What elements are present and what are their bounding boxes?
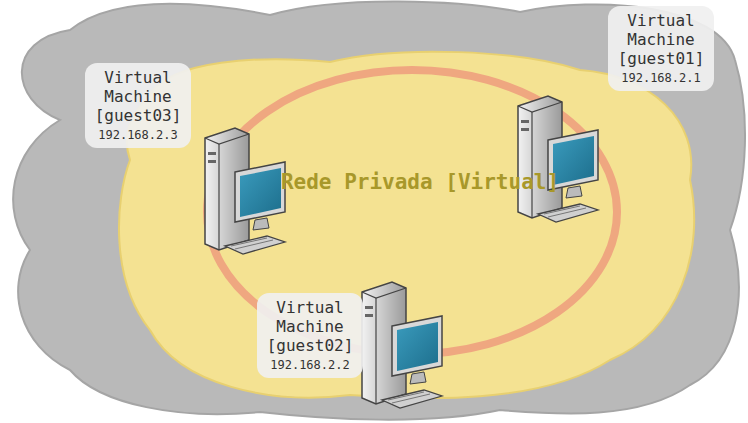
ip-address: 192.168.2.2 [265, 358, 355, 374]
vm-name: Virtual Machine [guest02] [265, 298, 355, 356]
vm-label-box: Virtual Machine [guest01] 192.168.2.1 [608, 6, 714, 91]
vm-name: Virtual Machine [guest01] [616, 11, 706, 69]
vm-label-box: Virtual Machine [guest03] 192.168.2.3 [85, 63, 191, 148]
vm-label-box: Virtual Machine [guest02] 192.168.2.2 [257, 293, 363, 378]
ip-address: 192.168.2.1 [616, 71, 706, 87]
region-title: Rede Privada [Virtual] [281, 170, 559, 195]
vm-name: Virtual Machine [guest03] [93, 68, 183, 126]
ip-address: 192.168.2.3 [93, 128, 183, 144]
